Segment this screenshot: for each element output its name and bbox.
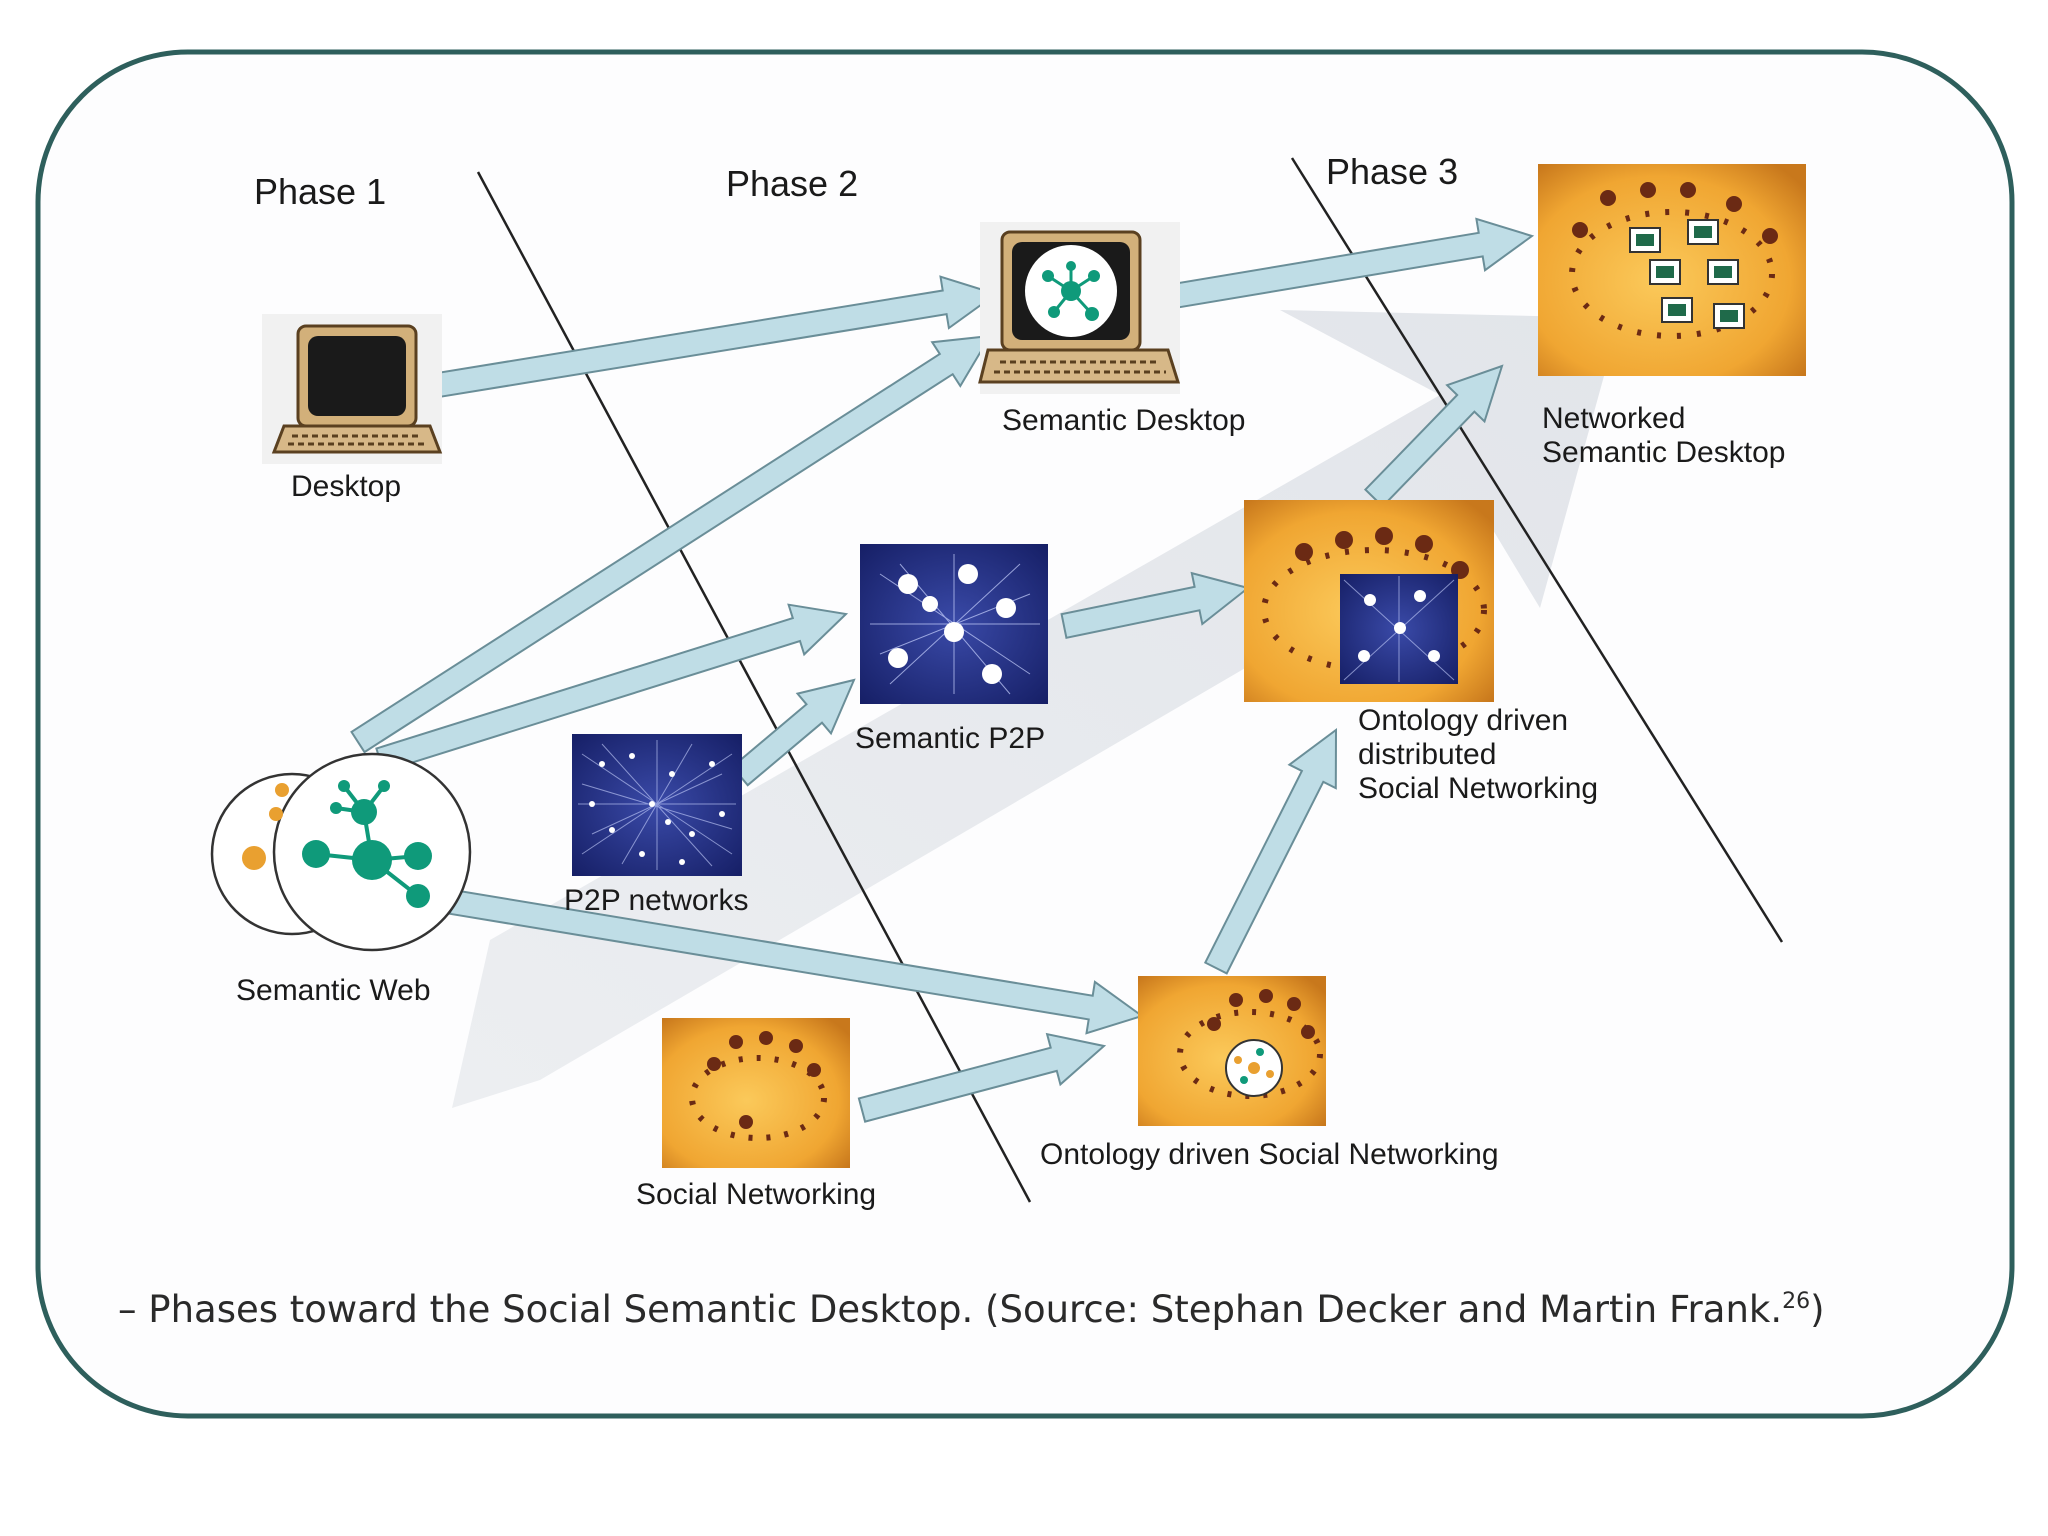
people-ring-icon: [662, 1018, 850, 1168]
p2p-networks-label: P2P networks: [564, 884, 749, 917]
semantic-desktop-node[interactable]: Semantic Desktop: [978, 222, 1245, 437]
semantic-desktop-label: Semantic Desktop: [1002, 404, 1245, 437]
caption-closing: ): [1810, 1288, 1824, 1331]
phase-divider-2: [1290, 157, 1784, 943]
people-ring-with-graph-icon: [1138, 976, 1326, 1126]
ontology-distributed-label-line1: Ontology driven: [1358, 704, 1568, 737]
social-networking-label: Social Networking: [636, 1178, 876, 1211]
arrow-semantic-p2p-to-distributed: [1060, 571, 1251, 639]
laptop-with-graph-icon: [978, 222, 1181, 394]
phase-3-label: Phase 3: [1326, 151, 1458, 192]
desktop-node[interactable]: Desktop: [262, 314, 443, 503]
p2p-networks-node[interactable]: P2P networks: [564, 734, 749, 917]
caption-text: – Phases toward the Social Semantic Desk…: [118, 1288, 1782, 1331]
arrow-p2p-to-semantic-p2p: [730, 678, 856, 787]
caption: – Phases toward the Social Semantic Desk…: [118, 1288, 1825, 1331]
semantic-web-node[interactable]: Semantic Web: [210, 752, 472, 1007]
ontology-distributed-node[interactable]: Ontology driven distributed Social Netwo…: [1244, 500, 1598, 805]
semantic-network-icon: [860, 544, 1048, 704]
networked-semantic-desktop-node[interactable]: Networked Semantic Desktop: [1538, 164, 1806, 469]
desktop-label: Desktop: [291, 470, 401, 503]
ontology-distributed-label-line3: Social Networking: [1358, 772, 1598, 805]
ontology-distributed-label-line2: distributed: [1358, 738, 1496, 771]
arrow-semantic-web-to-semantic-p2p: [375, 603, 849, 773]
phase-1-label: Phase 1: [254, 171, 386, 212]
ontology-social-node[interactable]: Ontology driven Social Networking: [1040, 976, 1499, 1171]
flow-arrows: [350, 217, 1535, 1123]
caption-superscript: 26: [1782, 1289, 1810, 1314]
arrow-ontology-social-to-distributed: [1203, 728, 1338, 975]
arrow-semantic-desktop-to-networked: [1146, 217, 1535, 313]
semantic-web-graph-icon: [210, 752, 472, 952]
people-ring-with-network-icon: [1244, 500, 1494, 702]
networked-label-line2: Semantic Desktop: [1542, 436, 1785, 469]
arrow-semantic-web-to-semantic-desktop: [350, 334, 992, 754]
ontology-social-label: Ontology driven Social Networking: [1040, 1138, 1499, 1171]
networked-label-line1: Networked: [1542, 402, 1685, 435]
arrow-social-to-ontology-social: [857, 1032, 1107, 1123]
semantic-p2p-node[interactable]: Semantic P2P: [855, 544, 1048, 755]
phase-2-label: Phase 2: [726, 163, 858, 204]
people-ring-with-computers-icon: [1538, 164, 1806, 376]
social-networking-node[interactable]: Social Networking: [636, 1018, 876, 1211]
arrow-semantic-web-to-ontology-social: [448, 889, 1145, 1035]
arrow-desktop-to-semantic-desktop: [428, 275, 999, 399]
phase-divider-1: [476, 171, 1032, 1203]
laptop-icon: [262, 314, 443, 464]
p2p-network-icon: [572, 734, 742, 876]
semantic-web-label: Semantic Web: [236, 974, 431, 1007]
semantic-p2p-label: Semantic P2P: [855, 722, 1045, 755]
arrow-distributed-to-networked: [1363, 364, 1504, 508]
